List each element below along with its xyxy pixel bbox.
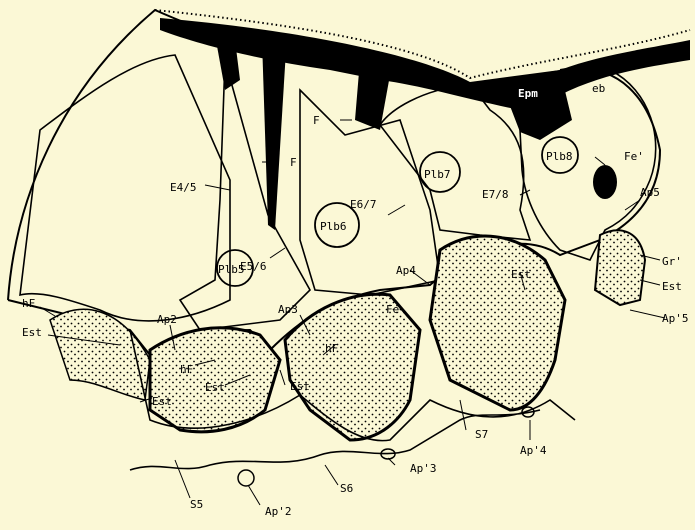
label-f-upper: F bbox=[313, 114, 320, 127]
label-est-3: Est bbox=[290, 380, 310, 393]
label-est-4: Est bbox=[511, 268, 531, 281]
label-ap2: Ap2 bbox=[157, 313, 177, 326]
fold-black-1 bbox=[262, 40, 286, 230]
label-fe: Fe bbox=[386, 303, 399, 316]
label-e5-6: E5/6 bbox=[240, 260, 267, 273]
label-plb6: Plb6 bbox=[320, 220, 347, 233]
label-est-right: Est bbox=[662, 280, 682, 293]
label-f-mid: F bbox=[290, 156, 297, 169]
label-e4-5: E4/5 bbox=[170, 181, 197, 194]
label-e6-7: E6/7 bbox=[350, 198, 377, 211]
label-e7-8: E7/8 bbox=[482, 188, 509, 201]
label-s6: S6 bbox=[340, 482, 353, 495]
label-s5: S5 bbox=[190, 498, 203, 511]
est-region-2 bbox=[150, 328, 280, 432]
segment-lobe-5 bbox=[180, 60, 310, 330]
label-eb: eb bbox=[592, 82, 605, 95]
fe-prime-black-spot bbox=[593, 165, 617, 199]
label-s7: S7 bbox=[475, 428, 488, 441]
label-ap3: Ap3 bbox=[278, 303, 298, 316]
dorsal-band-black bbox=[160, 18, 690, 110]
label-ap5: Ap5 bbox=[640, 186, 660, 199]
est-region-4 bbox=[430, 236, 565, 410]
label-gr-prime: Gr' bbox=[662, 255, 682, 268]
est-region-3 bbox=[285, 294, 420, 440]
label-ap4: Ap4 bbox=[396, 264, 416, 277]
label-plb7: Plb7 bbox=[424, 168, 451, 181]
label-ap-prime-2: Ap'2 bbox=[265, 505, 292, 518]
label-est-left: Est bbox=[22, 326, 42, 339]
label-hf-left: hF bbox=[22, 297, 35, 310]
label-est-2: Est bbox=[205, 381, 225, 394]
label-est-bottom: Est bbox=[152, 395, 172, 408]
label-hf-2: hF bbox=[180, 363, 193, 376]
est-region-5 bbox=[595, 230, 645, 305]
label-hf-3: hF bbox=[325, 342, 338, 355]
ap-prime-2-oval bbox=[238, 470, 254, 486]
label-fe-prime: Fe' bbox=[624, 150, 644, 163]
label-epm: Epm bbox=[518, 87, 538, 100]
segment-lobe-4 bbox=[20, 55, 230, 321]
label-ap-prime-3: Ap'3 bbox=[410, 462, 437, 475]
label-ap-prime-5: Ap'5 bbox=[662, 312, 689, 325]
label-plb8: Plb8 bbox=[546, 150, 573, 163]
label-ap-prime-4: Ap'4 bbox=[520, 444, 547, 457]
